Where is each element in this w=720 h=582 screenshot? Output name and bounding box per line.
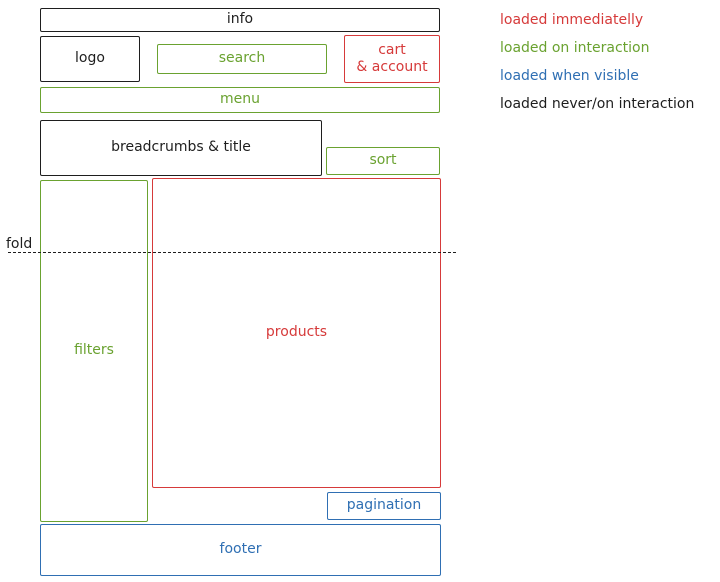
legend-item-when-visible: loaded when visible — [500, 68, 639, 84]
breadcrumbs-title-box: breadcrumbs & title — [40, 120, 322, 176]
legend-item-never: loaded never/on interaction — [500, 96, 695, 112]
legend-item-immediately: loaded immediatelly — [500, 12, 644, 28]
pagination-label: pagination — [346, 497, 422, 514]
breadcrumbs-title-label: breadcrumbs & title — [111, 139, 251, 156]
fold-label: fold — [6, 236, 33, 252]
legend-item-on-interaction: loaded on interaction — [500, 40, 650, 56]
footer-box: footer — [40, 524, 441, 576]
cart-account-label: cart & account — [356, 41, 428, 76]
cart-account-box: cart & account — [344, 35, 440, 83]
sort-label: sort — [369, 152, 397, 169]
logo-box: logo — [40, 36, 140, 82]
menu-label: menu — [220, 91, 260, 108]
fold-line — [8, 252, 456, 253]
search-box: search — [157, 44, 327, 74]
info-label: info — [226, 11, 254, 28]
filters-label: filters — [74, 342, 114, 359]
info-box: info — [40, 8, 440, 32]
footer-label: footer — [219, 541, 262, 558]
sort-box: sort — [326, 147, 440, 175]
menu-box: menu — [40, 87, 440, 113]
search-label: search — [218, 50, 266, 67]
logo-label: logo — [75, 50, 105, 67]
legend: loaded immediatelly loaded on interactio… — [500, 8, 716, 120]
products-label: products — [265, 324, 328, 341]
products-box: products — [152, 178, 441, 488]
pagination-box: pagination — [327, 492, 441, 520]
filters-box: filters — [40, 180, 148, 522]
